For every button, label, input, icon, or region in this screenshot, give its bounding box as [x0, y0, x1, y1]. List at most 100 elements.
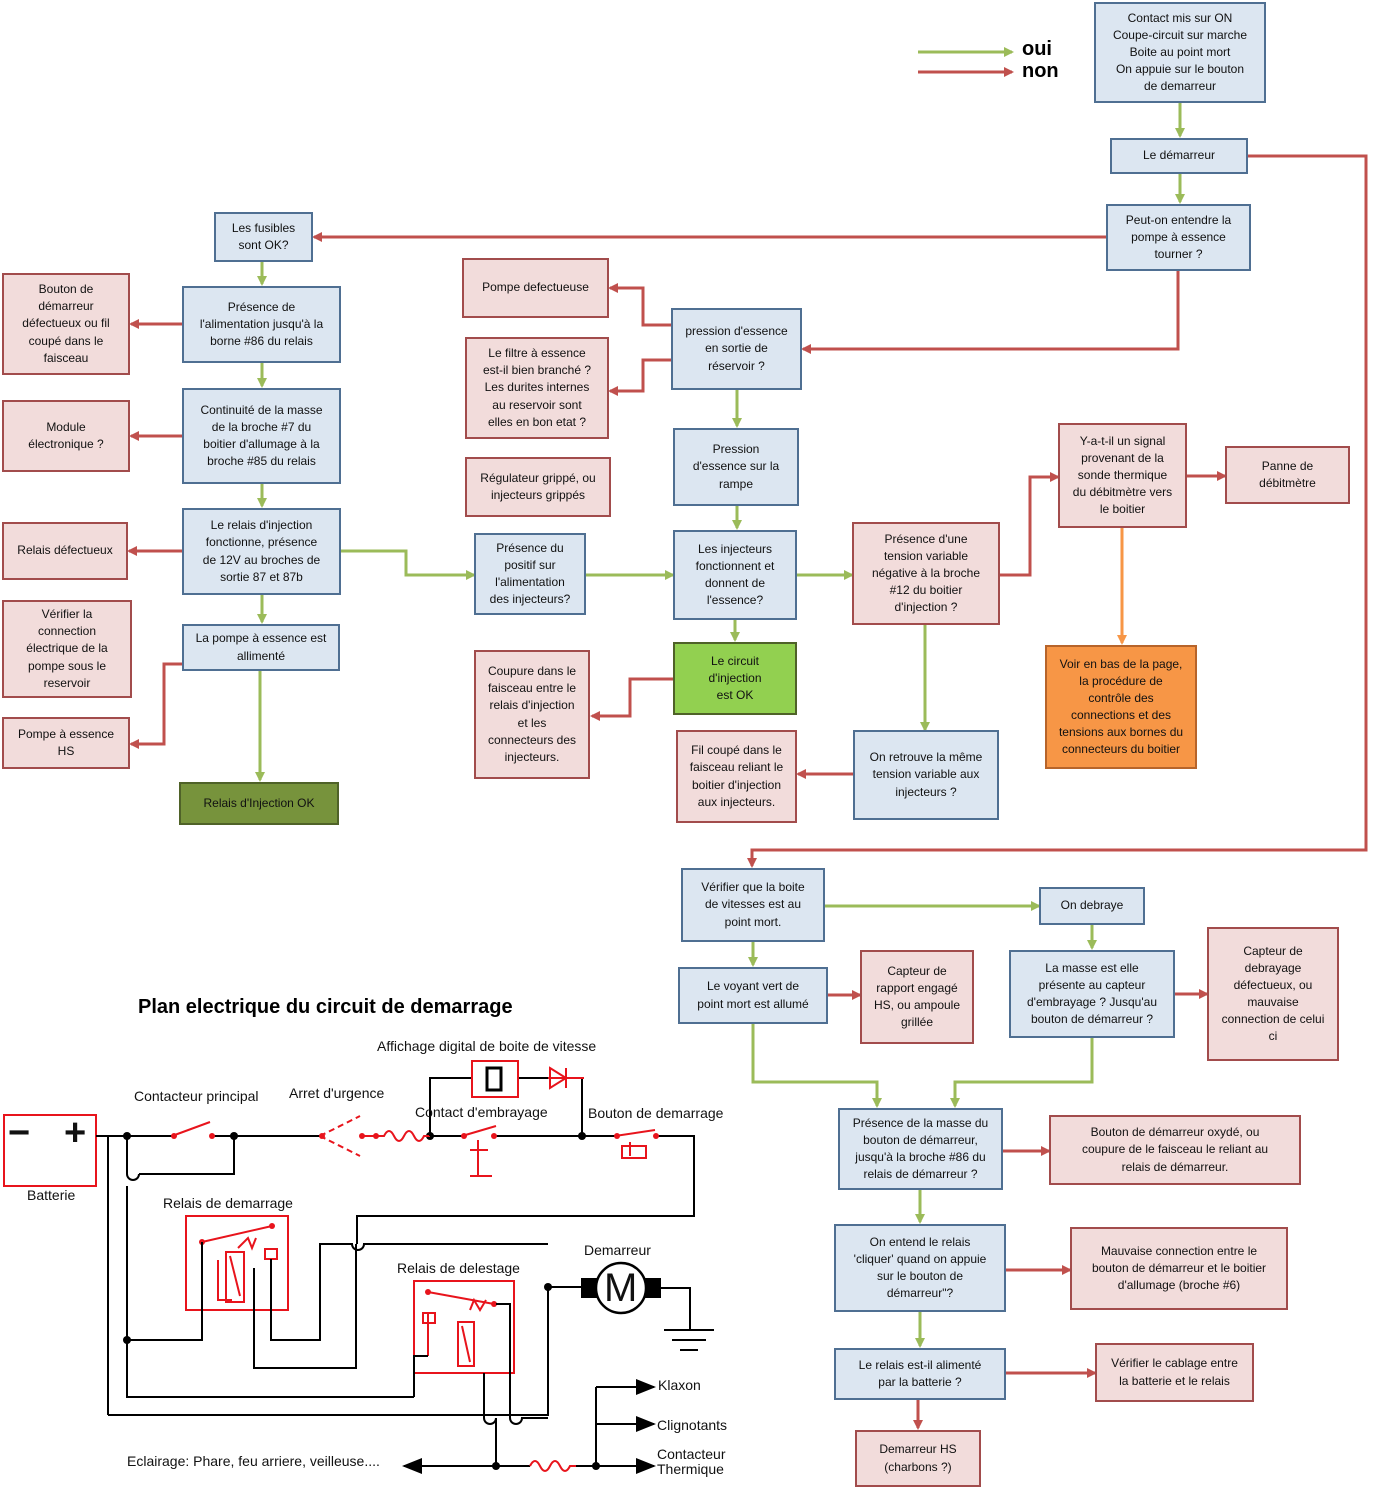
shedding-relay-terminal [422, 1312, 436, 1324]
node-line: Module [46, 419, 86, 434]
node-line: le boitier [1099, 502, 1146, 517]
starter-motor-symbol [594, 1261, 648, 1315]
circuit-schematic [3, 1060, 714, 1474]
node-line: aux injecteurs. [697, 794, 776, 809]
node-line: connections et des [1070, 708, 1172, 722]
node-line: Bouton de [38, 282, 94, 297]
circuit-title: Plan electrique du circuit de demarrage [138, 996, 513, 1018]
node-line: grillée [900, 1015, 933, 1030]
node-line: Fil coupé dans le [691, 743, 782, 758]
node-line: point mort est allumé [697, 996, 809, 1011]
node-text: Module électronique ? [28, 419, 103, 453]
node-text: Relais d'Injection OK [203, 795, 314, 812]
node-line: par la batterie ? [878, 1375, 962, 1389]
label-eclairage: Eclairage: Phare, feu arriere, veilleuse… [127, 1453, 380, 1469]
node-line: On debraye [1060, 898, 1124, 913]
node-line: fonctionnent et [695, 558, 775, 573]
node-line: Le relais d'injection [210, 518, 313, 533]
node-line: Le circuit [710, 653, 760, 668]
diode-symbol [548, 1066, 584, 1090]
node-line: la procédure de [1079, 673, 1163, 688]
node-line: tension variable aux [872, 767, 980, 782]
node-line: pompe à essence [1131, 229, 1226, 244]
node-line: Pompe defectueuse [482, 280, 589, 295]
node-line: Régulateur grippé, ou [480, 470, 596, 485]
switch-dot [491, 1133, 497, 1139]
node-line: réservoir ? [708, 358, 765, 373]
node-line: débitmètre [1259, 476, 1316, 490]
node-line: démarreur"? [886, 1286, 954, 1301]
node-line: jusqu'à la broche #86 du [855, 1150, 986, 1164]
node-line: tension variable [883, 548, 969, 563]
node-line: Pompe à essence [17, 726, 115, 741]
shedding-relay-wire [413, 1303, 548, 1466]
start-relay-terminal [264, 1248, 278, 1260]
node-line: électronique ? [28, 437, 104, 451]
node-line: l'alimentation jusqu'à la [199, 316, 324, 331]
display-digit [485, 1066, 503, 1092]
main-bus-wire [96, 1135, 695, 1244]
start-button-switch [614, 1129, 656, 1159]
arrow-voyant-presence [751, 1024, 882, 1108]
node-debraye: On debraye [1039, 887, 1145, 925]
node-line: Capteur de [1243, 943, 1303, 958]
node-line: allimenté [236, 648, 285, 663]
node-line: Coupe-circuit sur marche [1112, 27, 1248, 42]
switch-dot [653, 1133, 659, 1139]
node-line: en sortie de [705, 341, 768, 356]
node-line: Présence d'une [884, 531, 968, 546]
node-line: l'alimentation [495, 575, 565, 589]
node-line: Vérifier que la boite [701, 880, 805, 895]
start-relay-symbol [185, 1215, 289, 1311]
emergency-switch [319, 1115, 361, 1157]
switch-dot [319, 1133, 325, 1139]
starter-terminal [645, 1278, 661, 1298]
node-line: borne #86 du relais [210, 334, 313, 349]
node-line: Relais défectueux [17, 543, 113, 558]
node-line: de demarreur [1143, 79, 1217, 94]
flow-arrows [127, 103, 1368, 1430]
node-line: Mauvaise connection entre le [1100, 1243, 1258, 1258]
node-line: Le relais est-il alimenté [858, 1357, 982, 1372]
shedding-relay-internals [427, 1291, 495, 1367]
node-line: elles en bon etat ? [487, 414, 587, 429]
legend-yes-label: oui [1022, 38, 1052, 60]
node-line: boitier d'injection [691, 777, 781, 792]
node-line: sont OK? [238, 238, 289, 252]
label-batterie: Batterie [27, 1187, 76, 1203]
node-line: contrôle des [1088, 690, 1154, 705]
node-line: provenant de la [1081, 450, 1164, 465]
node-line: la batterie et le relais [1119, 1373, 1230, 1388]
node-line: Présence du [496, 540, 564, 555]
node-text: Demarreur HS(charbons ?) [879, 1441, 956, 1475]
node-line: électrique de la [26, 641, 108, 656]
node-line: On appuie sur le bouton [1115, 62, 1245, 77]
